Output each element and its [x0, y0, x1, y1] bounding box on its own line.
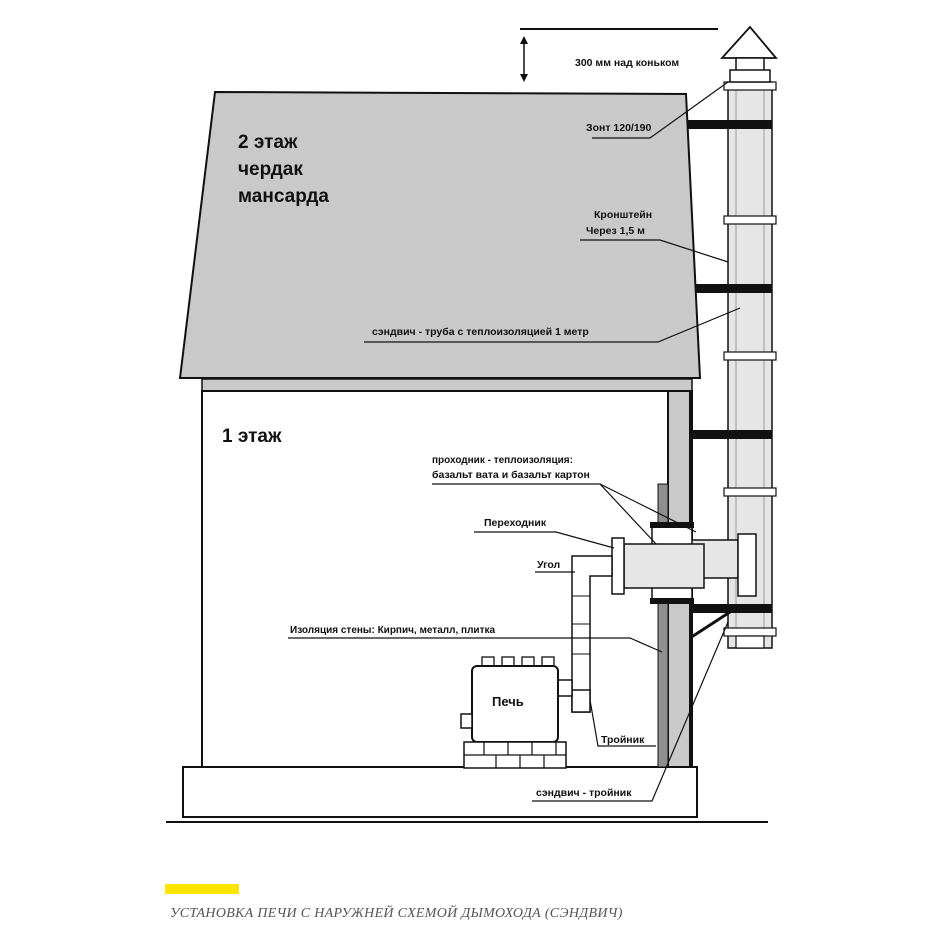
wall-insulation-label: Изоляция стены: Кирпич, металл, плитка	[290, 625, 495, 636]
bracket-label-line1: Кронштейн	[594, 209, 652, 221]
sandwich-tee-cleanout	[737, 533, 757, 597]
leader-tee	[589, 699, 656, 747]
wall-bracket	[690, 430, 772, 439]
wall-pass-pipe	[623, 543, 705, 589]
cap-label: Зонт 120/190	[586, 122, 652, 134]
passage-label-line1: проходник - теплоизоляция:	[432, 455, 573, 466]
floor2-label-line1: 2 этаж	[238, 132, 298, 153]
pipe-joint	[723, 487, 777, 497]
eave-ledge	[201, 378, 693, 392]
floor1-label: 1 этаж	[222, 426, 282, 447]
pipe-bottom-plug	[735, 635, 765, 649]
floor2-label-line2: чердак	[238, 159, 303, 180]
bracket-strut	[689, 610, 731, 640]
pipe-joint	[723, 627, 777, 637]
caption-text: УСТАНОВКА ПЕЧИ С НАРУЖНЕЙ СХЕМОЙ ДЫМОХОД…	[170, 904, 623, 921]
wall-insulation-strip	[657, 483, 669, 768]
sandwich-pipe-label: сэндвич - труба с теплоизоляцией 1 метр	[372, 326, 589, 338]
stove-label: Печь	[492, 694, 524, 709]
chimney-cap-base	[729, 69, 771, 83]
bracket-label-line2: Через 1,5 м	[586, 225, 645, 237]
pipe-joint	[723, 351, 777, 361]
wall-bracket	[696, 284, 772, 293]
leader-sandwich-tee	[532, 621, 729, 802]
passage-flange-top	[650, 522, 694, 528]
adapter-flange	[611, 537, 625, 595]
leader-cap	[592, 81, 729, 139]
chimney-cap-icon	[719, 25, 778, 59]
ground-floor-wall	[201, 390, 693, 768]
adapter-label: Переходник	[484, 517, 547, 529]
roof-attic	[178, 90, 702, 379]
wall-bracket	[690, 604, 772, 613]
leader-adapter	[474, 531, 615, 549]
ridge-arrow-head-bottom	[520, 74, 528, 82]
stove-door-handle	[460, 713, 473, 729]
leader-bracket	[580, 239, 729, 263]
height-note-label: 300 мм над коньком	[575, 57, 679, 69]
wall-bracket	[688, 120, 772, 129]
tee-label: Тройник	[601, 734, 645, 746]
floor2-label-line3: мансарда	[238, 186, 329, 207]
leader-wall-insulation	[288, 637, 663, 653]
elbow-label: Угол	[537, 559, 560, 571]
passage-label-line2: базальт вата и базальт картон	[432, 469, 590, 481]
foundation	[182, 766, 698, 818]
leader-sandwich-pipe	[364, 307, 741, 343]
pipe-joint	[723, 215, 777, 225]
sandwich-tee-label: сэндвич - тройник	[536, 787, 632, 799]
passage-flange-bottom	[650, 598, 694, 604]
caption-highlight	[165, 884, 239, 894]
leader-passage-2	[599, 483, 697, 533]
pipe-joint	[723, 81, 777, 91]
tee-cleanout	[571, 689, 591, 713]
ridge-arrow-head-top	[520, 36, 528, 44]
